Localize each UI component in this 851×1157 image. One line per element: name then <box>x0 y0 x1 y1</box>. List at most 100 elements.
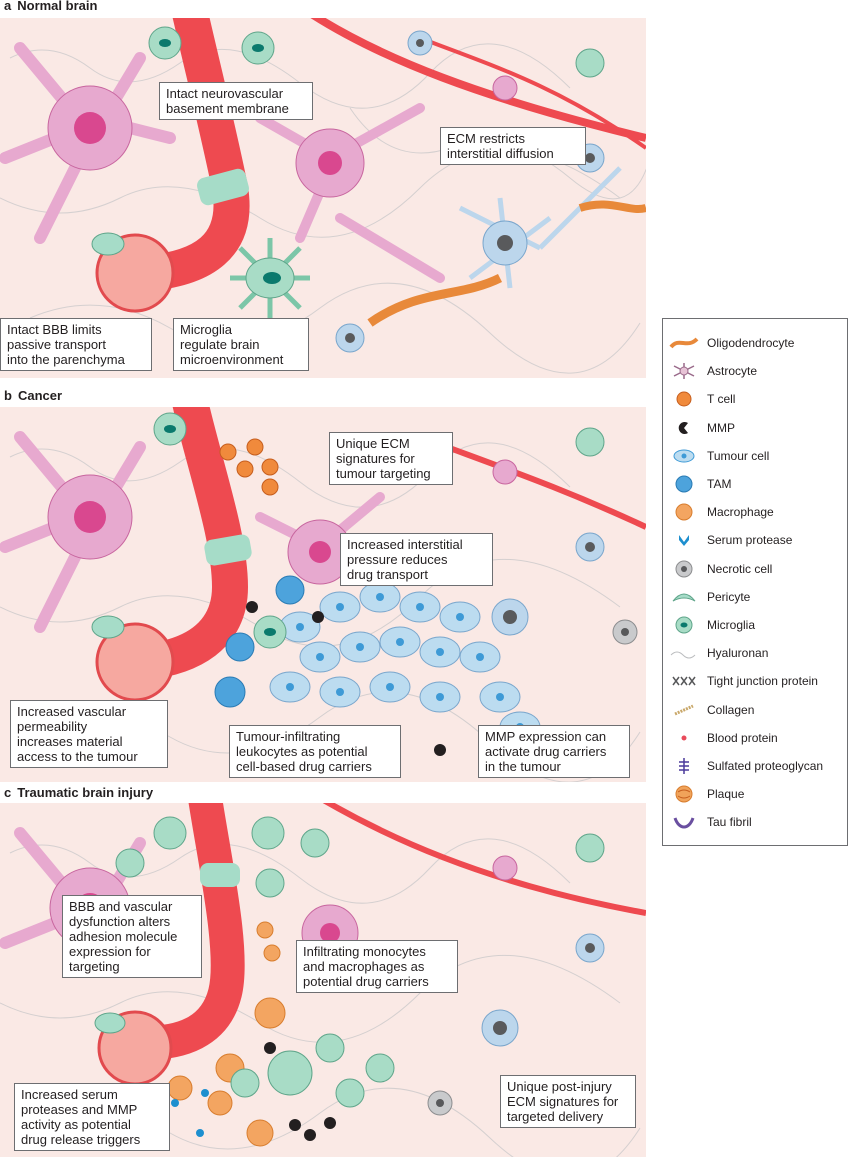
legend-item: Blood protein <box>663 728 778 748</box>
callout-line: drug release triggers <box>21 1132 141 1147</box>
panel-c-title-text: Traumatic brain injury <box>17 785 154 800</box>
macrophage <box>256 921 274 939</box>
legend-label: Oligodendrocyte <box>707 336 795 350</box>
microglia <box>153 816 187 850</box>
mmp <box>324 1117 336 1129</box>
callout-post-injury-ecm: Unique post-injury ECM signatures for ta… <box>500 1075 636 1128</box>
hyaluronan-fiber <box>0 955 621 1043</box>
callout-intact-basement-membrane: Intact neurovascular basement membrane <box>159 82 313 120</box>
panel-b-letter: b <box>4 388 12 403</box>
callout-bbb-vascular-dysfunction: BBB and vascular dysfunction alters adhe… <box>62 895 202 978</box>
callout-line: passive transport <box>7 337 106 352</box>
microglia <box>148 26 182 60</box>
oligodendrocyte <box>578 200 646 213</box>
callout-line: microenvironment <box>180 352 284 367</box>
legend-label: Collagen <box>707 702 755 717</box>
macrophages <box>167 921 286 1147</box>
callout-microglia-regulate: Microglia regulate brain microenvironmen… <box>173 318 309 371</box>
necrotic-cell <box>612 619 638 645</box>
tight-junction-icon <box>672 676 696 686</box>
tam <box>225 632 255 662</box>
callout-line: Intact neurovascular <box>166 86 284 101</box>
oligodendrocyte <box>367 273 503 327</box>
legend-item: Serum protease <box>663 530 792 550</box>
callout-line: targeted delivery <box>507 1109 604 1124</box>
panel-a-letter: a <box>4 0 12 13</box>
pericyte-icon <box>672 593 696 602</box>
mmps <box>246 601 446 756</box>
mmp <box>289 1119 301 1131</box>
callout-ecm-restricts-diffusion: ECM restricts interstitial diffusion <box>440 127 586 165</box>
callout-line: leukocytes as potential <box>236 744 368 759</box>
legend-item: Tight junction protein <box>663 671 818 691</box>
hyaluronan-fiber <box>9 838 571 904</box>
pericyte-band <box>197 168 249 206</box>
callout-infiltrating-monocytes: Infiltrating monocytes and macrophages a… <box>296 940 458 993</box>
legend-label: MMP <box>707 420 735 435</box>
serum-protease <box>201 1089 209 1097</box>
hyaluronan-fiber <box>29 282 641 374</box>
legend-item: Sulfated proteoglycan <box>663 756 823 776</box>
legend-item: Microglia <box>663 615 755 635</box>
callout-line: permeability <box>17 719 88 734</box>
microglia <box>153 412 187 446</box>
legend-label: TAM <box>707 477 732 491</box>
legend-item: MMP <box>663 418 735 438</box>
legend-label: Astrocyte <box>707 364 758 379</box>
blood-vessel <box>310 18 646 142</box>
legend-label: Serum protease <box>707 533 793 548</box>
callout-line: in the tumour <box>485 759 561 774</box>
microglia <box>365 1053 395 1083</box>
legend-label: Blood protein <box>707 730 778 745</box>
microglia-icon <box>675 616 693 634</box>
microglia-cluster <box>115 816 605 1108</box>
legend-item: T cell <box>663 389 735 409</box>
legend-label: Sulfated proteoglycan <box>707 759 824 773</box>
legend-label: Macrophage <box>707 505 774 520</box>
neuron <box>0 431 146 633</box>
astrocyte <box>407 30 433 56</box>
callout-tumour-infiltrating-leukocytes: Tumour-infiltrating leukocytes as potent… <box>229 725 401 778</box>
callout-vascular-permeability: Increased vascular permeability increase… <box>10 700 168 768</box>
pericyte <box>91 615 125 639</box>
astrocyte <box>575 532 605 562</box>
blood-vessel <box>419 36 646 150</box>
callout-line: Unique post-injury <box>507 1079 612 1094</box>
microglia <box>335 1078 365 1108</box>
callout-line: interstitial diffusion <box>447 146 554 161</box>
callout-line: ECM signatures for <box>507 1094 619 1109</box>
mmp-icon <box>678 421 688 434</box>
callout-mmp-expression: MMP expression can activate drug carrier… <box>478 725 630 778</box>
callout-line: cell-based drug carriers <box>236 759 372 774</box>
legend-item: Pericyte <box>663 587 750 607</box>
microglia <box>315 1033 345 1063</box>
t-cell <box>246 438 264 456</box>
legend-item: Plaque <box>663 784 744 804</box>
callout-line: activity as potential <box>21 1117 131 1132</box>
callout-line: pressure reduces <box>347 552 448 567</box>
tau-fibril-icon <box>673 817 695 829</box>
tam <box>214 676 246 708</box>
macrophage <box>254 997 286 1029</box>
neuron <box>255 492 385 585</box>
microglia <box>575 48 605 78</box>
mmp <box>434 744 446 756</box>
callout-line: Increased interstitial <box>347 537 463 552</box>
panel-c-scene <box>0 803 646 1157</box>
microglia <box>575 833 605 863</box>
callout-line: dysfunction alters <box>69 914 171 929</box>
callout-line: potential drug carriers <box>303 974 429 989</box>
astrocyte <box>335 323 365 353</box>
macrophage <box>246 1119 274 1147</box>
legend-label: Necrotic cell <box>707 561 773 576</box>
microglia <box>115 848 145 878</box>
t-cell <box>261 478 279 496</box>
collagen-icon <box>674 704 694 715</box>
callout-line: expression for <box>69 944 151 959</box>
astrocyte <box>458 166 622 289</box>
callout-line: access to the tumour <box>17 749 138 764</box>
microglia <box>251 816 285 850</box>
callout-line: Microglia <box>180 322 233 337</box>
